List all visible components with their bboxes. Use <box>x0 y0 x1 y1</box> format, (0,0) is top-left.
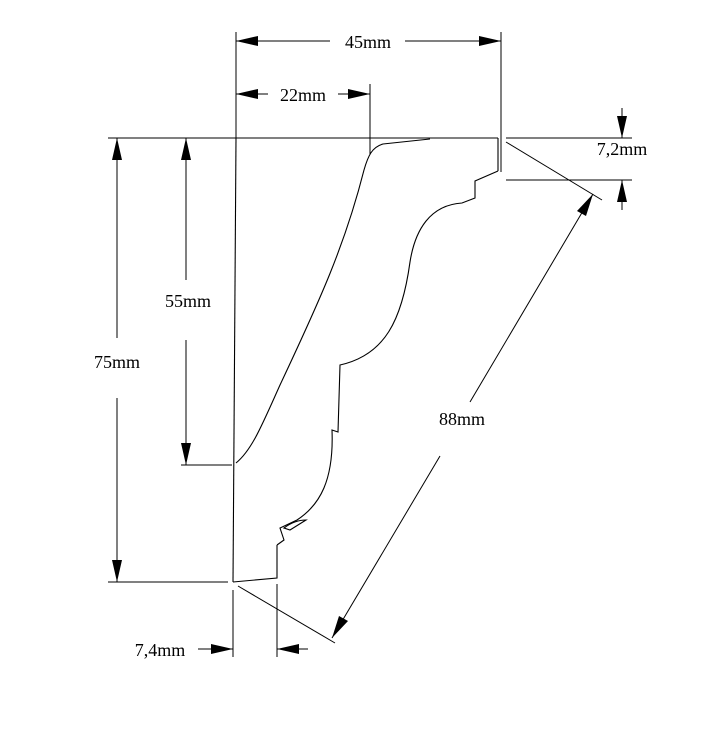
dim-88mm-lower-line <box>331 455 441 639</box>
dim-7-4mm-right-arrow <box>277 644 299 654</box>
profile-front-face <box>276 170 499 546</box>
profile-bottom-edge <box>232 545 278 583</box>
molding-profile <box>232 137 499 583</box>
profile-wall-edge <box>232 137 237 583</box>
dim-75mm-top-arrow <box>112 138 122 160</box>
label-7-4mm: 7,4mm <box>135 640 186 660</box>
dim-88mm-bottom-arrow <box>332 616 348 638</box>
dim-88mm-upper-line <box>469 193 594 403</box>
label-7-2mm: 7,2mm <box>597 139 648 159</box>
label-22mm: 22mm <box>280 85 326 105</box>
dim-7-2mm-top-arrow <box>617 116 627 138</box>
dim-88mm-top-arrow <box>577 194 593 216</box>
label-75mm: 75mm <box>94 352 140 372</box>
dim-22mm-left-arrow <box>236 89 258 99</box>
ext-diag-bottom <box>237 585 336 644</box>
label-55mm: 55mm <box>165 291 211 311</box>
dim-45mm-right-arrow <box>479 36 501 46</box>
profile-back-curve <box>235 138 431 464</box>
dim-45mm-left-arrow <box>236 36 258 46</box>
ext-diag-top <box>505 141 603 201</box>
dim-55mm-bottom-arrow <box>181 443 191 465</box>
profile-notch <box>282 519 308 531</box>
label-88mm: 88mm <box>439 409 485 429</box>
dimension-lines <box>112 36 627 654</box>
extension-lines <box>108 32 632 657</box>
dim-7-4mm-left-arrow <box>211 644 233 654</box>
label-45mm: 45mm <box>345 32 391 52</box>
dim-22mm-right-arrow <box>348 89 370 99</box>
dim-75mm-bottom-arrow <box>112 560 122 582</box>
dim-7-2mm-bottom-arrow <box>617 180 627 202</box>
dimension-labels: 45mm 22mm 75mm 55mm 88mm 7,2mm 7,4mm <box>94 32 647 660</box>
dim-55mm-top-arrow <box>181 138 191 160</box>
